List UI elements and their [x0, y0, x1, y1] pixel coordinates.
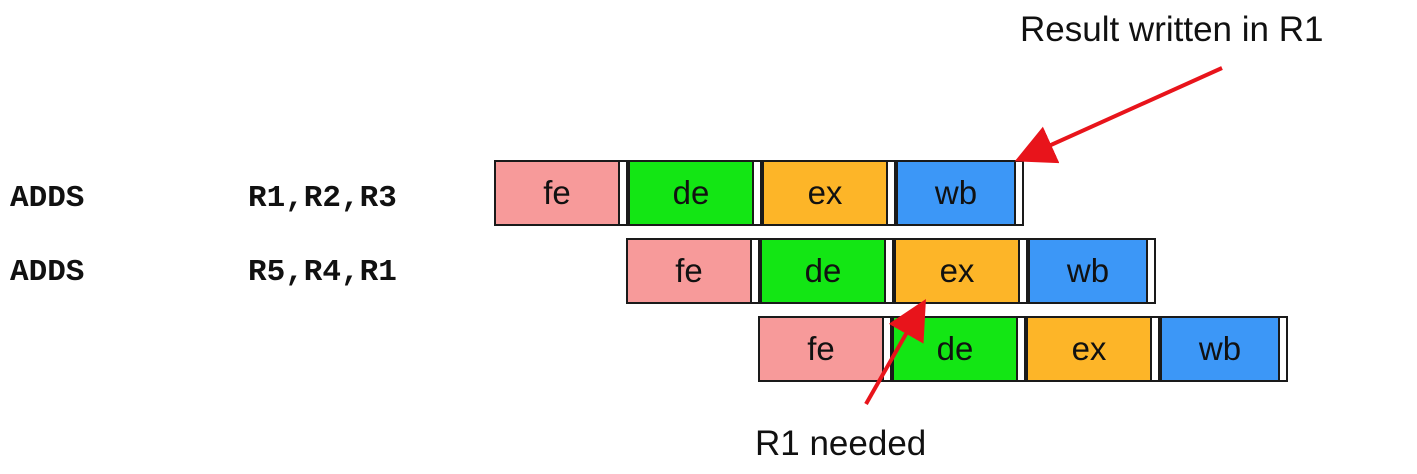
instruction-2-opcode: ADDS: [10, 255, 85, 290]
row-2-stage-execute: ex: [894, 238, 1028, 304]
row-1-stage-fetch: fe: [494, 160, 628, 226]
instruction-1-operands: R1,R2,R3: [248, 181, 397, 216]
row-3-stage-fetch: fe: [758, 316, 892, 382]
row-3-stage-decode: de: [892, 316, 1026, 382]
row-2-stage-fetch: fe: [626, 238, 760, 304]
row-1-stage-writeback: wb: [896, 160, 1024, 226]
result-written-annotation: Result written in R1: [1020, 10, 1324, 49]
row-2-stage-decode: de: [760, 238, 894, 304]
instruction-2-operands: R5,R4,R1: [248, 255, 397, 290]
instruction-1-opcode: ADDS: [10, 181, 85, 216]
row-1-stage-execute: ex: [762, 160, 896, 226]
result-written-arrow: [1014, 66, 1223, 164]
r1-needed-annotation: R1 needed: [755, 424, 927, 463]
row-2-stage-writeback: wb: [1028, 238, 1156, 304]
row-3-stage-writeback: wb: [1160, 316, 1288, 382]
row-1-stage-decode: de: [628, 160, 762, 226]
row-3-stage-execute: ex: [1026, 316, 1160, 382]
